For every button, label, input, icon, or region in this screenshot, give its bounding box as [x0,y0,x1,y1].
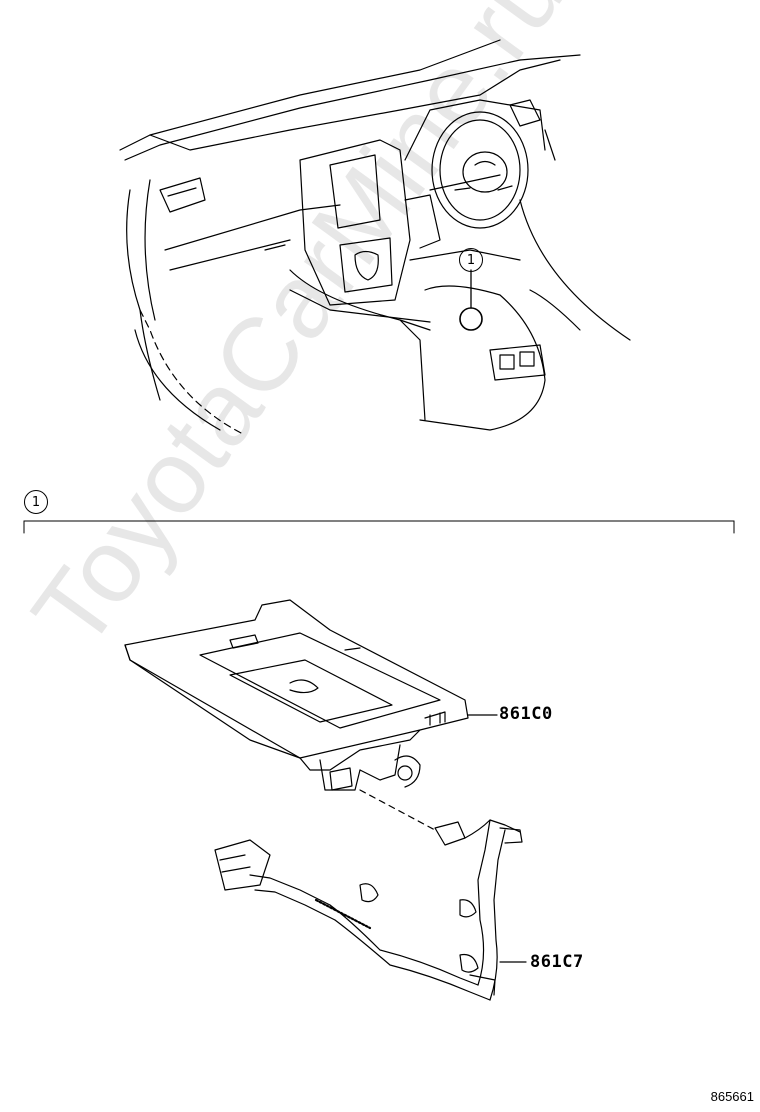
section-divider [23,520,735,534]
locator-callout-1: 1 [459,248,483,272]
dashboard-illustration [119,39,631,436]
figure-number: 865661 [710,1089,754,1104]
wireless-charger-assembly [124,599,523,1001]
section-callout-1: 1 [24,490,48,514]
part-label-861c0[interactable]: 861C0 [499,704,553,724]
part-label-861c7[interactable]: 861C7 [530,952,584,972]
